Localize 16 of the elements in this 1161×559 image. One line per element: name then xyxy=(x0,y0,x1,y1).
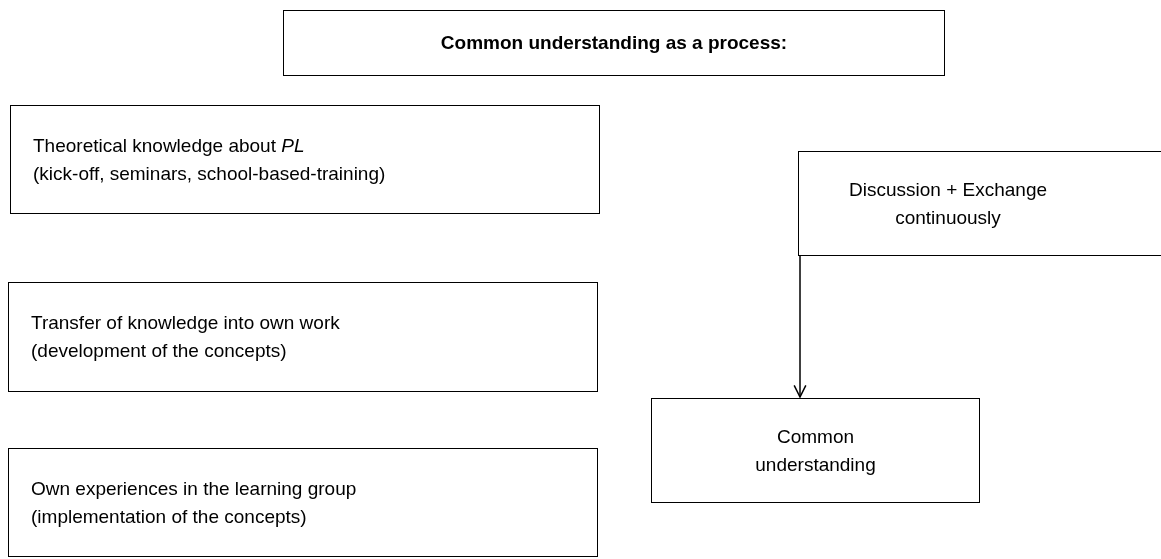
title-box xyxy=(283,10,945,76)
process-box xyxy=(10,105,600,214)
box-subtext: (development of the concepts) xyxy=(30,339,288,363)
box-text: Theoretical knowledge about PL xyxy=(32,133,306,158)
box-text: Transfer of knowledge into own work xyxy=(30,311,341,336)
box-subtext: (kick-off, seminars, school-based-training) xyxy=(32,161,387,186)
process-box xyxy=(8,448,598,557)
process-box xyxy=(798,151,1161,256)
box-text: Own experiences in the learning group xyxy=(30,476,358,501)
process-box xyxy=(8,282,598,392)
result-box xyxy=(651,398,980,503)
title-text: Common understanding as a process: xyxy=(440,31,788,56)
box-text: Discussion + Exchange continuously xyxy=(848,177,1048,230)
box-subtext: (implementation of the concepts) xyxy=(30,504,308,529)
arrow xyxy=(793,255,807,398)
box-text: Common understanding xyxy=(754,424,877,477)
